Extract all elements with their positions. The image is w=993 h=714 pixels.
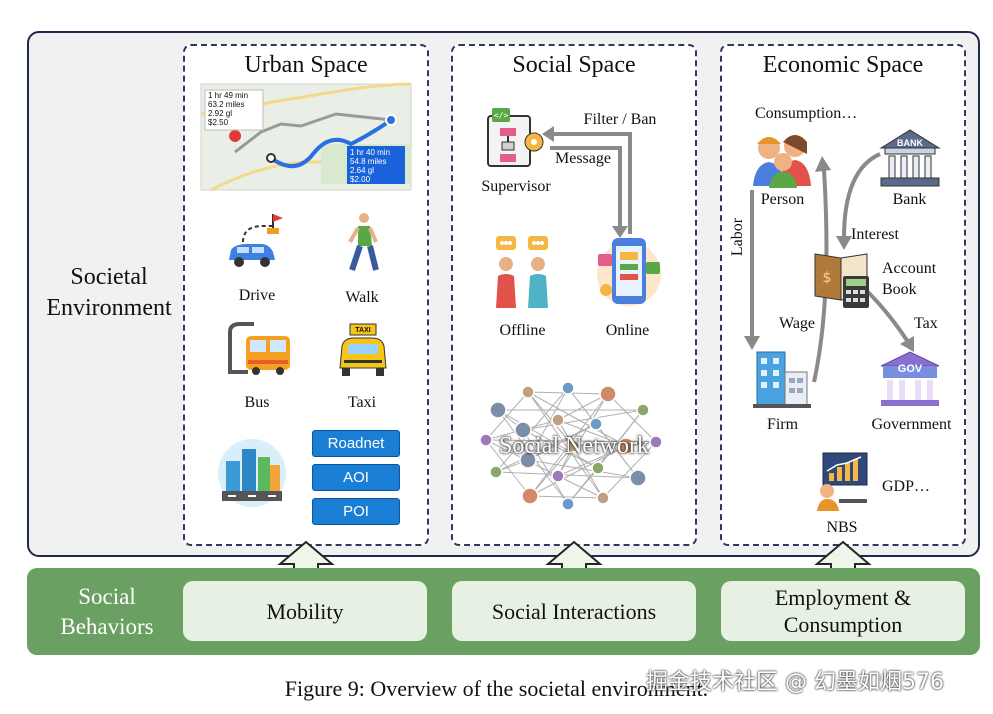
people-group-icon bbox=[753, 135, 811, 188]
firm-label: Firm bbox=[766, 416, 799, 433]
walking-person-icon bbox=[348, 213, 379, 271]
network-node bbox=[649, 435, 663, 449]
government-building-icon bbox=[880, 351, 940, 406]
mode-bus-label: Bus bbox=[244, 394, 270, 411]
poi-tag: POI bbox=[312, 498, 400, 525]
map-route1-info: 1 hr 49 min 63.2 miles 2.92 gl $2.50 bbox=[208, 91, 248, 127]
aoi-tag: AOI bbox=[312, 464, 400, 491]
mode-taxi-label: Taxi bbox=[347, 394, 377, 411]
map-route1-fuel: 2.92 gl bbox=[208, 109, 233, 118]
account-book-label: Account Book bbox=[882, 260, 937, 298]
network-node bbox=[479, 433, 493, 447]
nbs-analyst-icon bbox=[817, 452, 868, 511]
online-label: Online bbox=[605, 322, 650, 339]
consumption-label: Consumption… bbox=[755, 105, 858, 122]
network-node bbox=[521, 385, 535, 399]
network-node bbox=[519, 451, 537, 469]
network-node bbox=[551, 469, 565, 483]
map-route2-info: 1 hr 40 min 54.8 miles 2.64 gl $2.00 bbox=[350, 148, 390, 184]
societal-environment-label: Societal Environment bbox=[46, 264, 172, 321]
map-route2-cost: $2.00 bbox=[350, 175, 371, 184]
offline-label: Offline bbox=[499, 322, 546, 339]
network-node bbox=[566, 439, 580, 453]
wage-label: Wage bbox=[779, 315, 816, 332]
network-node bbox=[629, 469, 647, 487]
network-node bbox=[599, 385, 617, 403]
figure-caption: Figure 9: Overview of the societal envir… bbox=[284, 676, 709, 701]
network-node bbox=[617, 437, 635, 455]
economic-space-title: Economic Space bbox=[762, 52, 924, 78]
social-behaviors-label: Social Behaviors bbox=[60, 584, 154, 639]
map-route2-fuel: 2.64 gl bbox=[350, 166, 375, 175]
network-node bbox=[489, 465, 503, 479]
network-node bbox=[521, 487, 539, 505]
gdp-label: GDP… bbox=[882, 478, 931, 495]
network-node bbox=[591, 461, 605, 475]
svg-text:$: $ bbox=[823, 270, 832, 286]
map-route1-time: 1 hr 49 min bbox=[208, 91, 249, 100]
nbs-label: NBS bbox=[826, 519, 858, 536]
social-space-title: Social Space bbox=[512, 52, 636, 78]
network-node bbox=[514, 421, 532, 439]
bank-label: Bank bbox=[892, 191, 927, 208]
mode-walk-label: Walk bbox=[345, 289, 379, 306]
bus-icon bbox=[228, 322, 290, 375]
supervisor-label: Supervisor bbox=[481, 178, 551, 195]
roadnet-tag: Roadnet bbox=[312, 430, 400, 457]
online-phone-icon bbox=[597, 238, 661, 306]
network-node bbox=[596, 491, 610, 505]
urban-space-title: Urban Space bbox=[244, 52, 368, 78]
person-label: Person bbox=[760, 191, 805, 208]
network-node bbox=[589, 417, 603, 431]
interest-label: Interest bbox=[851, 226, 899, 243]
network-node bbox=[636, 403, 650, 417]
map-route1-distance: 63.2 miles bbox=[208, 100, 245, 109]
mode-drive-label: Drive bbox=[238, 287, 276, 304]
social-network-graph-icon bbox=[479, 381, 663, 511]
behavior-mobility: Mobility bbox=[183, 581, 427, 641]
gov-sign-text: GOV bbox=[897, 363, 923, 375]
bank-icon bbox=[879, 129, 941, 187]
offline-conversation-icon bbox=[496, 236, 548, 308]
behavior-social-interactions: Social Interactions bbox=[452, 581, 696, 641]
watermark: 掘金技术社区 @ 幻墨如烟576 bbox=[646, 670, 944, 695]
network-node bbox=[561, 381, 575, 395]
car-icon bbox=[229, 214, 283, 267]
city-icon bbox=[218, 439, 286, 507]
map-route2-time: 1 hr 40 min bbox=[350, 148, 391, 157]
social-network-label: Social Network bbox=[499, 433, 649, 459]
behavior-employment-consumption: Employment & Consumption bbox=[721, 581, 965, 641]
map-route1-cost: $2.50 bbox=[208, 118, 229, 127]
bank-sign-text: BANK bbox=[897, 138, 923, 148]
firm-building-icon bbox=[753, 351, 811, 408]
map-icon bbox=[200, 82, 413, 192]
taxi-sign-text: TAXI bbox=[355, 327, 371, 334]
network-node bbox=[551, 413, 565, 427]
filter-message-arrows bbox=[542, 126, 632, 238]
supervisor-flowchart-icon: </> bbox=[487, 108, 544, 167]
taxi-icon bbox=[339, 323, 387, 376]
tax-label: Tax bbox=[914, 315, 938, 332]
map-route2-distance: 54.8 miles bbox=[350, 157, 387, 166]
svg-text:</>: </> bbox=[494, 111, 509, 120]
filter-ban-label: Filter / Ban bbox=[583, 111, 657, 128]
government-label: Government bbox=[871, 416, 952, 433]
message-label: Message bbox=[555, 150, 611, 167]
account-book-icon: $ bbox=[814, 253, 869, 308]
network-node bbox=[561, 497, 575, 511]
network-node bbox=[489, 401, 507, 419]
